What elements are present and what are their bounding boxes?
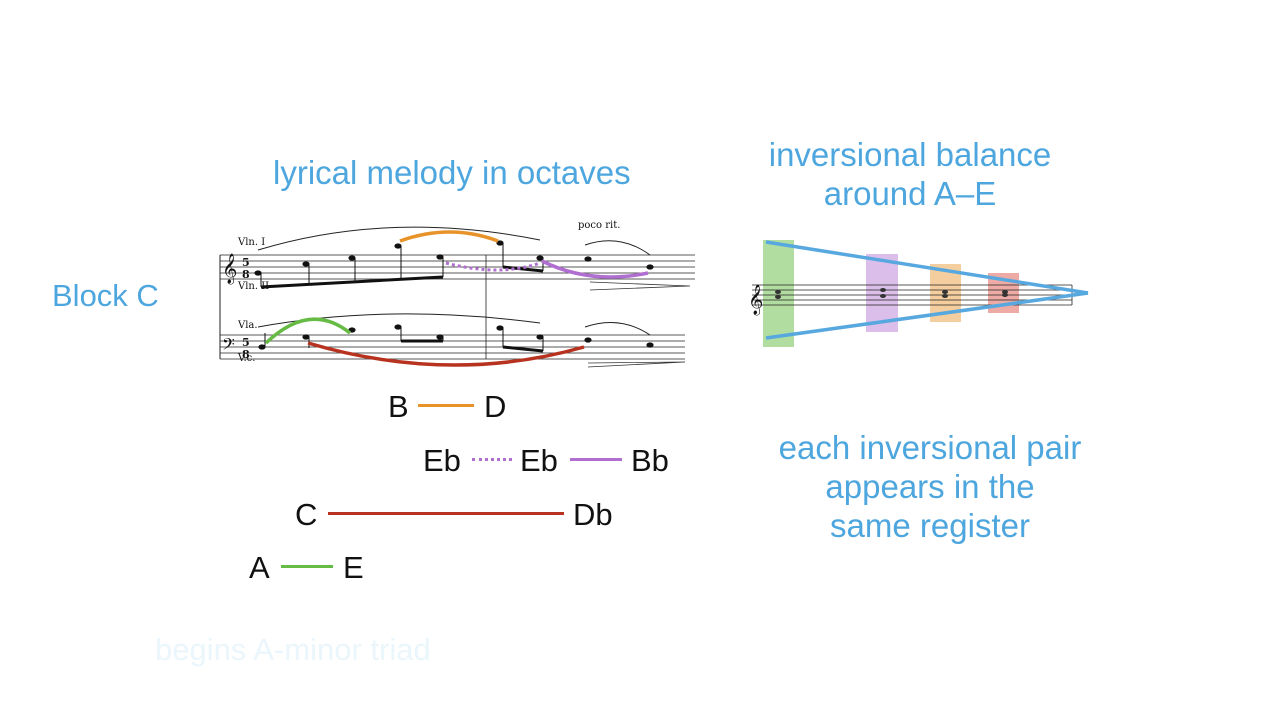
eb-eb-dotted-arc (445, 261, 541, 272)
time-bottom: 8 (242, 268, 250, 281)
b-d-arc (399, 230, 499, 243)
treble-clef-icon: 𝄞 (222, 253, 237, 285)
treble-staff (220, 254, 695, 280)
cello-label: V.c. (237, 353, 255, 364)
upper-notes (254, 240, 654, 276)
balance-line-1: inversional balance (768, 136, 1052, 173)
balance-caption: inversional balance around A–E (760, 136, 1060, 214)
score-excerpt: 𝄞 𝄢 5 8 5 8 Vln. I Vln. II Vla. V.c. poc… (219, 220, 695, 368)
pair-e-label: E (343, 550, 364, 585)
time-top: 5 (242, 256, 250, 269)
bass-clef-icon: 𝄢 (222, 334, 235, 358)
inversional-wedge-diagram: 𝄞 (748, 240, 1089, 347)
time-top-bass: 5 (242, 336, 250, 349)
eb-bb-arc (541, 259, 649, 279)
faded-caption: begins A-minor triad (155, 632, 431, 667)
violin1-label: Vln. I (237, 237, 265, 248)
b-d-line (418, 404, 474, 407)
viola-label: Vla. (237, 320, 258, 331)
bass-staff (220, 334, 685, 360)
pair-eb-left-label: Eb (423, 443, 461, 478)
pair-db-label: Db (573, 497, 613, 532)
tempo-marking: poco rit. (578, 220, 620, 231)
pair-bb-label: Bb (631, 443, 669, 478)
a-e-arc (264, 317, 352, 345)
violin2-label: Vln. II (237, 281, 269, 292)
pair-a-label: A (249, 550, 270, 585)
pair-eb-middle-label: Eb (520, 443, 558, 478)
register-line-2: appears in the (825, 467, 1035, 505)
pair-b-label: B (388, 389, 409, 424)
wedge-upper-line (765, 240, 1089, 295)
wedge-lower-line (765, 291, 1089, 340)
wedge-treble-clef-icon: 𝄞 (748, 284, 763, 316)
eb-eb-dotted-line (472, 458, 512, 461)
block-label: Block C (52, 278, 159, 313)
melody-caption: lyrical melody in octaves (273, 154, 631, 191)
balance-line-2: around A–E (823, 174, 997, 212)
c-db-arc (307, 341, 585, 367)
register-line-3: same register (830, 506, 1030, 544)
pair-d-label: D (484, 389, 507, 424)
register-line-1: each inversional pair (778, 429, 1082, 466)
eb-bb-line (570, 458, 622, 461)
a-e-line (281, 565, 333, 568)
time-bottom-bass: 8 (242, 348, 250, 361)
pair-c-label: C (295, 497, 318, 532)
wedge-staff (752, 284, 1073, 306)
register-caption: each inversional pair appears in the sam… (770, 429, 1090, 546)
c-db-line (328, 512, 564, 515)
